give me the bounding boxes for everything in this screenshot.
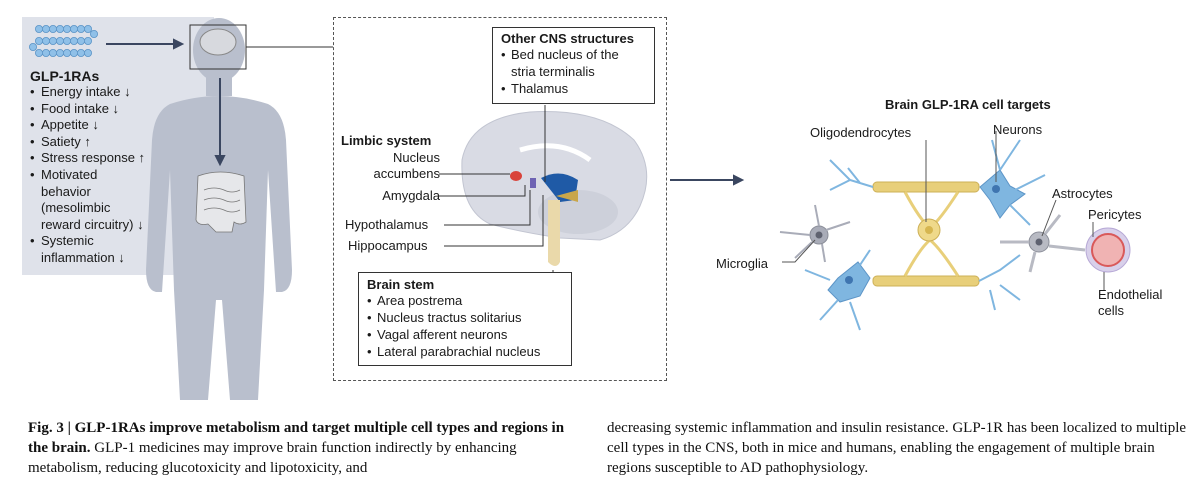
effect-item-cont: behavior — [41, 183, 91, 199]
effect-item-cont: reward circuitry) ↓ — [41, 216, 144, 232]
brain-stem-title: Brain stem — [367, 277, 435, 292]
label-astrocytes: Astrocytes — [1052, 186, 1113, 201]
other-cns-item: Thalamus — [501, 80, 646, 97]
brain-stem-item: Lateral parabrachial nucleus — [367, 343, 563, 360]
arrowhead-icon — [173, 38, 185, 50]
other-cns-title: Other CNS structures — [501, 31, 634, 46]
effect-item-cont: (mesolimbic — [41, 200, 111, 216]
effect-item: Energy intake ↓ — [30, 84, 145, 101]
label-microglia: Microglia — [716, 256, 769, 271]
brain-stem-item: Area postrema — [367, 292, 563, 309]
other-cns-box: Other CNS structures Bed nucleus of the … — [492, 27, 655, 104]
effect-item-cont: inflammation ↓ — [41, 249, 125, 265]
intestines-icon — [195, 171, 247, 233]
cell-targets-title: Brain GLP-1RA cell targets — [885, 97, 1051, 112]
brain-detail-panel — [333, 17, 667, 381]
label-hippocampus: Hippocampus — [348, 238, 428, 253]
label-accumbens: accumbens — [373, 166, 440, 181]
arrowhead-icon — [733, 174, 745, 186]
brain-stem-item: Vagal afferent neurons — [367, 326, 563, 343]
label-nucleus: Nucleus — [393, 150, 440, 165]
effect-item: Satiety ↑ — [30, 134, 145, 151]
effect-item: Systemic — [30, 233, 145, 250]
arrowhead-icon — [214, 155, 226, 167]
nucleus-accumbens-region — [510, 171, 522, 181]
figure-caption-col2: decreasing systemic inflammation and ins… — [607, 420, 1187, 476]
label-hypothalamus: Hypothalamus — [345, 217, 429, 232]
brain-stem-item: Nucleus tractus solitarius — [367, 309, 563, 326]
label-pericytes: Pericytes — [1088, 207, 1142, 222]
brain-stem-box: Brain stem Area postrema Nucleus tractus… — [358, 272, 572, 366]
figure-caption-col1: Fig. 3 | GLP-1RAs improve metabolism and… — [28, 418, 573, 478]
peptide-chain-icon — [28, 24, 99, 58]
effect-item: Food intake ↓ — [30, 101, 145, 118]
glp1ra-effects-list: Energy intake ↓ Food intake ↓ Appetite ↓… — [30, 84, 145, 267]
neuron-cell-top — [979, 169, 1026, 219]
caption-title: Fig. 3 | GLP-1RAs improve metabolism and… — [28, 420, 565, 456]
brain-sagittal-illustration — [461, 111, 648, 266]
effect-item: Appetite ↓ — [30, 117, 145, 134]
limbic-system-title: Limbic system — [341, 133, 432, 148]
effect-item: Motivated — [30, 167, 145, 184]
label-oligodendrocytes: Oligodendrocytes — [810, 125, 912, 140]
cell-targets-illustration — [779, 139, 1131, 331]
label-endothelial: Endothelial — [1098, 287, 1163, 302]
label-amygdala: Amygdala — [382, 188, 440, 203]
effect-item: Stress response ↑ — [30, 150, 145, 167]
label-endothelial-cells: cells — [1098, 303, 1125, 318]
amygdala-region — [530, 178, 536, 188]
brain-stem-region — [548, 200, 560, 266]
caption-text-1: GLP-1 medicines may improve brain functi… — [28, 440, 517, 476]
head-brain-icon — [199, 28, 237, 56]
glp1ra-heading: GLP-1RAs — [30, 68, 100, 84]
other-cns-item: Bed nucleus of the stria terminalis — [501, 46, 641, 80]
label-neurons: Neurons — [993, 122, 1043, 137]
